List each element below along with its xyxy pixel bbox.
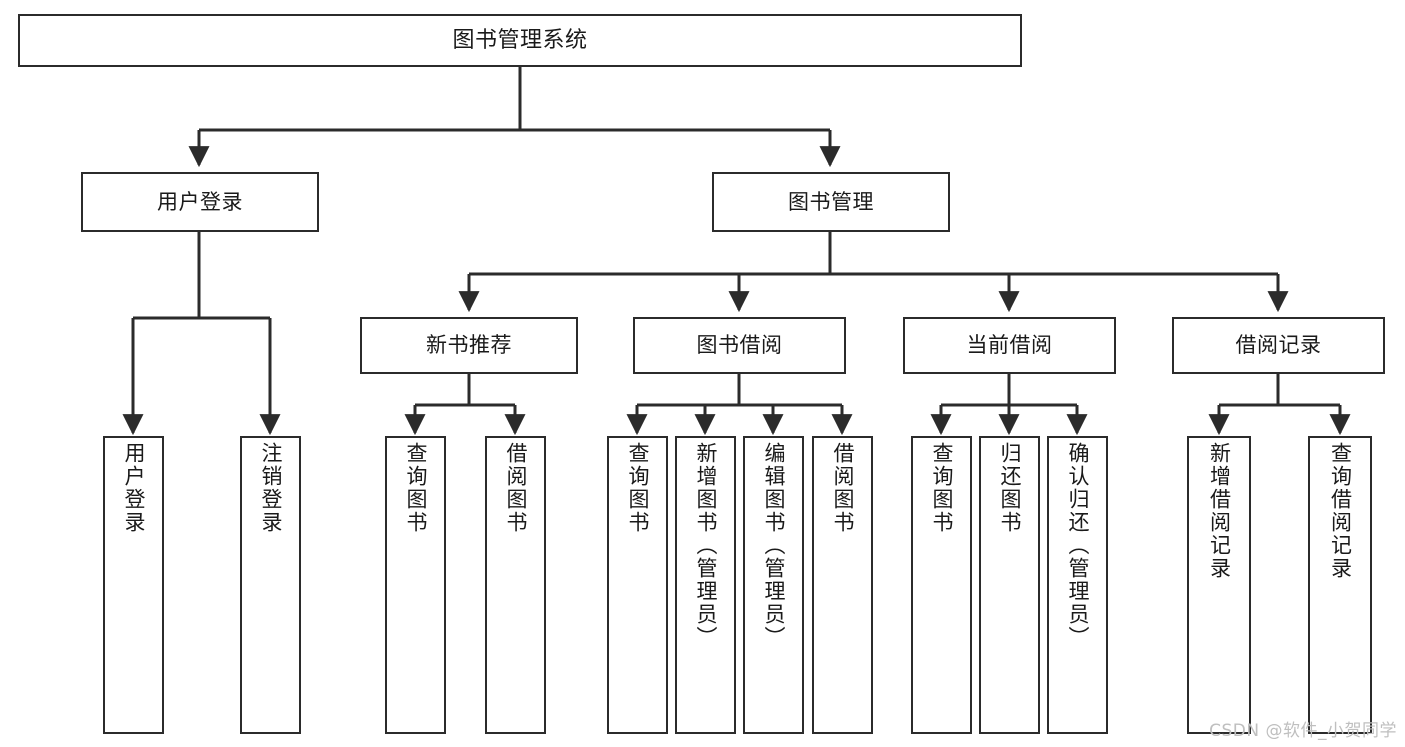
leaf-query-book-2[interactable]: 查询图书 [607, 436, 668, 734]
leaf-borrow-book-1-label: 借阅图书 [504, 442, 528, 534]
leaf-add-book-label: 新增图书（管理员） [694, 442, 718, 649]
leaf-add-record-label: 新增借阅记录 [1207, 442, 1232, 580]
leaf-logout-label: 注销登录 [259, 442, 283, 534]
leaf-edit-book-label: 编辑图书（管理员） [762, 442, 786, 649]
node-borrow-record[interactable]: 借阅记录 [1172, 317, 1385, 374]
node-current-borrow[interactable]: 当前借阅 [903, 317, 1116, 374]
leaf-add-record[interactable]: 新增借阅记录 [1187, 436, 1251, 734]
leaf-confirm-return[interactable]: 确认归还（管理员） [1047, 436, 1108, 734]
leaf-confirm-return-label: 确认归还（管理员） [1066, 442, 1090, 649]
leaf-borrow-book-2[interactable]: 借阅图书 [812, 436, 873, 734]
watermark-text: CSDN @软件_小贺同学 [1209, 721, 1397, 741]
leaf-query-record-label: 查询借阅记录 [1328, 442, 1353, 580]
leaf-borrow-book-1[interactable]: 借阅图书 [485, 436, 546, 734]
node-current-borrow-label: 当前借阅 [966, 333, 1053, 358]
leaf-query-book-1[interactable]: 查询图书 [385, 436, 446, 734]
node-user-login-label: 用户登录 [157, 189, 243, 214]
node-root[interactable]: 图书管理系统 [18, 14, 1022, 67]
leaf-return-book[interactable]: 归还图书 [979, 436, 1040, 734]
leaf-query-record[interactable]: 查询借阅记录 [1308, 436, 1372, 734]
leaf-logout[interactable]: 注销登录 [240, 436, 301, 734]
leaf-query-book-1-label: 查询图书 [404, 442, 428, 534]
leaf-query-book-3[interactable]: 查询图书 [911, 436, 972, 734]
leaf-edit-book[interactable]: 编辑图书（管理员） [743, 436, 804, 734]
leaf-user-login[interactable]: 用户登录 [103, 436, 164, 734]
leaf-borrow-book-2-label: 借阅图书 [831, 442, 855, 534]
node-book-borrow[interactable]: 图书借阅 [633, 317, 846, 374]
node-book-borrow-label: 图书借阅 [696, 333, 783, 358]
leaf-add-book[interactable]: 新增图书（管理员） [675, 436, 736, 734]
node-new-book-rec-label: 新书推荐 [426, 333, 512, 358]
node-new-book-rec[interactable]: 新书推荐 [360, 317, 578, 374]
leaf-return-book-label: 归还图书 [998, 442, 1022, 534]
node-book-manage-label: 图书管理 [788, 189, 874, 214]
leaf-user-login-label: 用户登录 [122, 442, 146, 534]
leaf-query-book-2-label: 查询图书 [626, 442, 650, 534]
leaf-query-book-3-label: 查询图书 [930, 442, 954, 534]
node-root-label: 图书管理系统 [452, 27, 588, 53]
node-book-manage[interactable]: 图书管理 [712, 172, 950, 232]
node-borrow-record-label: 借阅记录 [1235, 333, 1322, 358]
node-user-login[interactable]: 用户登录 [81, 172, 319, 232]
